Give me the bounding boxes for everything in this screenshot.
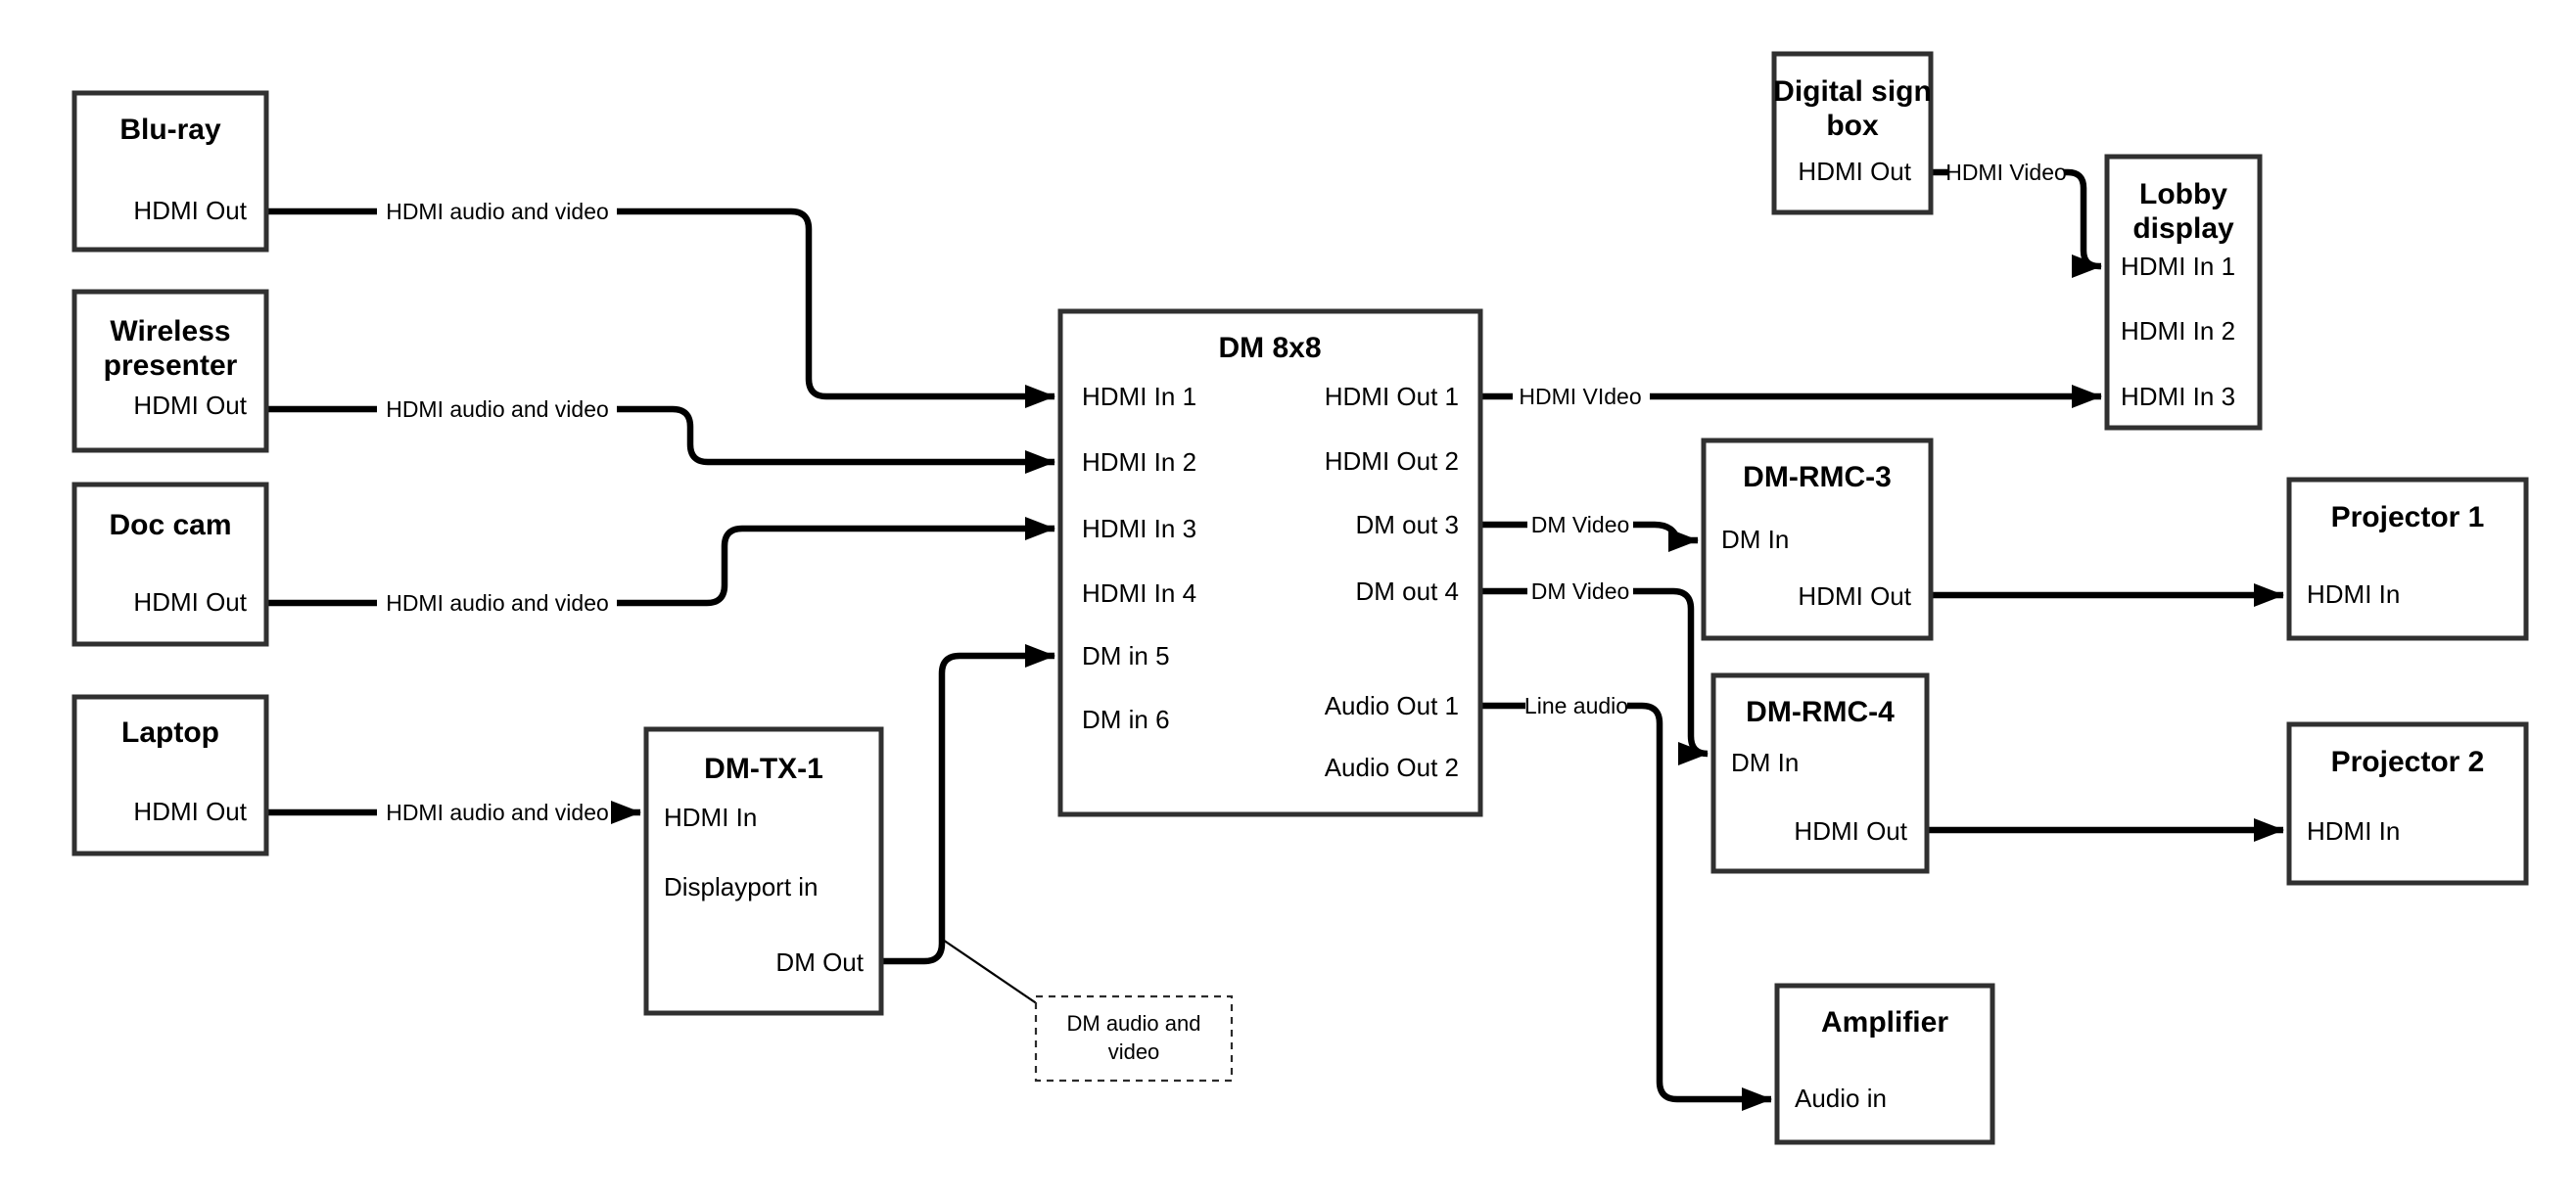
dm8x8-port-dm-out4: DM out 4 (1356, 577, 1460, 606)
node-projector2: Projector 2 HDMI In (2286, 721, 2529, 886)
lobby-title-line2: display (2132, 212, 2234, 245)
signbox-port-hdmi-out: HDMI Out (1798, 157, 1911, 186)
projector1-port-hdmi-in: HDMI In (2307, 579, 2400, 609)
dm8x8-port-dm-in6: DM in 6 (1082, 705, 1170, 734)
projector2-port-hdmi-in: HDMI In (2307, 816, 2400, 846)
wire-dm8x8-aout1-to-amplifier[interactable] (1480, 702, 1772, 1111)
projector1-box[interactable] (2286, 477, 2529, 641)
bluray-title: Blu-ray (119, 114, 221, 146)
wireless-port-hdmi-out: HDMI Out (133, 391, 247, 420)
amplifier-port-audio-in: Audio in (1795, 1084, 1887, 1113)
node-amplifier: Amplifier Audio in (1774, 983, 1995, 1145)
dm8x8-port-hdmi-in4: HDMI In 4 (1082, 578, 1196, 608)
callout-box[interactable] (1034, 994, 1234, 1083)
wire-label-wireless: HDMI audio and video (386, 396, 609, 422)
lobby-port-hdmi-in1: HDMI In 1 (2121, 252, 2235, 281)
node-dm8x8: DM 8x8 HDMI In 1 HDMI In 2 HDMI In 3 HDM… (1057, 308, 1483, 817)
dmrmc3-box[interactable] (1701, 438, 1934, 641)
wire-label-laptop: HDMI audio and video (386, 800, 609, 825)
wire-label-dm-video-out3: DM Video (1531, 512, 1630, 537)
wire-label-dm-video-out4: DM Video (1531, 578, 1630, 604)
dm8x8-port-audio-out1: Audio Out 1 (1325, 691, 1459, 720)
dm8x8-title: DM 8x8 (1218, 332, 1321, 364)
dm8x8-box[interactable] (1057, 308, 1483, 817)
laptop-title: Laptop (121, 716, 219, 749)
doccam-box[interactable] (71, 482, 269, 647)
amplifier-box[interactable] (1774, 983, 1995, 1145)
projector1-title: Projector 1 (2331, 501, 2485, 533)
wire-signbox-to-lobby[interactable] (1931, 168, 2102, 278)
callout-dm-audio-and-video: DM audio and video (939, 937, 1234, 1083)
wire-dm8x8-out4-to-dmrmc4[interactable] (1480, 587, 1709, 765)
dmrmc4-port-dm-in: DM In (1731, 748, 1799, 777)
dm8x8-port-audio-out2: Audio Out 2 (1325, 753, 1459, 782)
callout-text-line2: video (1108, 1039, 1160, 1064)
callout-text-line1: DM audio and (1067, 1011, 1201, 1036)
dmtx1-box[interactable] (643, 726, 884, 1016)
wire-label-bluray: HDMI audio and video (386, 199, 609, 224)
wire-label-hdmi-video-out1: HDMI VIdeo (1519, 384, 1641, 409)
signbox-box[interactable] (1771, 51, 1934, 215)
bluray-box[interactable] (71, 90, 269, 253)
dmrmc4-port-hdmi-out: HDMI Out (1794, 816, 1907, 846)
node-projector1: Projector 1 HDMI In (2286, 477, 2529, 641)
dm8x8-port-hdmi-out1: HDMI Out 1 (1325, 382, 1459, 411)
dmrmc4-title: DM-RMC-4 (1746, 696, 1895, 728)
dm8x8-port-hdmi-out2: HDMI Out 2 (1325, 446, 1459, 476)
dmtx1-port-displayport-in: Displayport in (664, 872, 819, 901)
wire-label-hdmi-video-signbox: HDMI Video (1945, 160, 2067, 185)
node-dmtx1: DM-TX-1 HDMI In Displayport in DM Out (643, 726, 884, 1016)
dmtx1-port-hdmi-in: HDMI In (664, 803, 757, 832)
dmtx1-title: DM-TX-1 (704, 753, 823, 785)
dm8x8-port-hdmi-in3: HDMI In 3 (1082, 514, 1196, 543)
projector2-box[interactable] (2286, 721, 2529, 886)
wireless-title-line2: presenter (104, 349, 238, 382)
lobby-port-hdmi-in3: HDMI In 3 (2121, 382, 2235, 411)
doccam-title: Doc cam (109, 509, 231, 541)
dmrmc3-port-dm-in: DM In (1721, 525, 1789, 554)
signbox-title-line1: Digital sign (1773, 75, 1932, 108)
node-lobby-display: Lobby display HDMI In 1 HDMI In 2 HDMI I… (2104, 154, 2263, 431)
lobby-box[interactable] (2104, 154, 2263, 431)
wire-dmtx1-to-dm8x8[interactable] (881, 644, 1055, 965)
wire-doccam-to-dm8x8[interactable] (266, 517, 1055, 607)
node-dmrmc4: DM-RMC-4 DM In HDMI Out (1710, 672, 1930, 874)
signbox-title-line2: box (1826, 110, 1879, 142)
wireless-box[interactable] (71, 289, 269, 453)
laptop-port-hdmi-out: HDMI Out (133, 797, 247, 826)
node-laptop: Laptop HDMI Out (71, 694, 269, 856)
node-bluray: Blu-ray HDMI Out (71, 90, 269, 253)
node-wireless-presenter: Wireless presenter HDMI Out (71, 289, 269, 453)
callout-leader-line (939, 937, 1039, 1005)
wire-wireless-to-dm8x8[interactable] (266, 405, 1055, 474)
dm8x8-port-dm-out3: DM out 3 (1356, 510, 1460, 539)
dmrmc3-port-hdmi-out: HDMI Out (1798, 581, 1911, 611)
amplifier-title: Amplifier (1821, 1006, 1948, 1039)
wire-label-line-audio: Line audio (1524, 693, 1628, 718)
lobby-port-hdmi-in2: HDMI In 2 (2121, 316, 2235, 346)
dm8x8-port-hdmi-in1: HDMI In 1 (1082, 382, 1196, 411)
wire-bluray-to-dm8x8[interactable] (266, 208, 1055, 408)
wire-label-doccam: HDMI audio and video (386, 590, 609, 616)
dm8x8-port-dm-in5: DM in 5 (1082, 641, 1170, 670)
wireless-title-line1: Wireless (110, 315, 230, 347)
dmrmc3-title: DM-RMC-3 (1743, 461, 1892, 493)
dmtx1-port-dm-out: DM Out (775, 947, 864, 977)
node-digital-sign-box: Digital sign box HDMI Out (1771, 51, 1934, 215)
node-dmrmc3: DM-RMC-3 DM In HDMI Out (1701, 438, 1934, 641)
wire-dm8x8-out3-to-dmrmc3[interactable] (1480, 521, 1699, 552)
lobby-title-line1: Lobby (2139, 178, 2227, 210)
dmrmc4-box[interactable] (1710, 672, 1930, 874)
projector2-title: Projector 2 (2331, 746, 2485, 778)
doccam-port-hdmi-out: HDMI Out (133, 587, 247, 617)
node-doccam: Doc cam HDMI Out (71, 482, 269, 647)
laptop-box[interactable] (71, 694, 269, 856)
bluray-port-hdmi-out: HDMI Out (133, 196, 247, 225)
dm8x8-port-hdmi-in2: HDMI In 2 (1082, 447, 1196, 477)
